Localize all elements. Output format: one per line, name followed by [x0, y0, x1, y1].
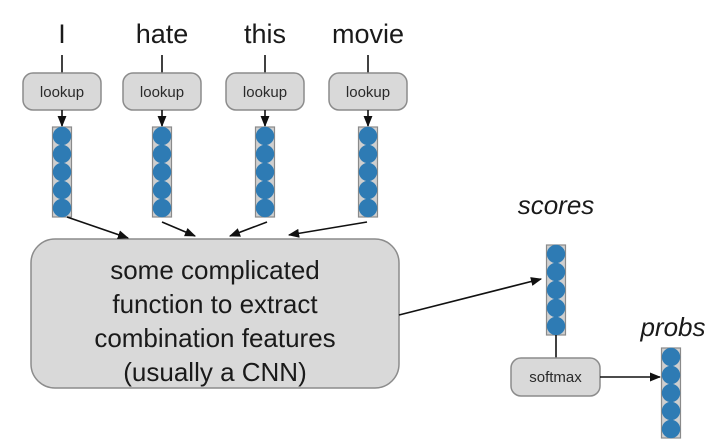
embedding-vector-cell	[358, 198, 378, 218]
input-word: hate	[136, 19, 189, 49]
scores-vector-cells-cell	[546, 244, 566, 264]
embedding-vector-cell	[152, 144, 172, 164]
embedding-vector-cell	[255, 144, 275, 164]
embedding-vector-cell	[52, 144, 72, 164]
embedding-vector-cell	[358, 180, 378, 200]
scores-vector-cells-cell	[546, 280, 566, 300]
arrow-function-to-scores	[398, 277, 543, 316]
arrow-embed-4-to-function	[287, 221, 368, 238]
probs-vector-cells-cell	[661, 347, 681, 367]
embedding-vector	[254, 126, 276, 218]
function-box-line-3: combination features	[94, 323, 335, 353]
embedding-vector-cell	[358, 162, 378, 182]
softmax-box: softmax	[510, 357, 601, 397]
probs-label: probs	[639, 312, 705, 342]
embedding-vector-cell	[52, 198, 72, 218]
scores-vector-cells-cell	[546, 298, 566, 318]
probs-vector	[660, 347, 682, 439]
arrow-embed-1-to-function	[66, 216, 130, 239]
embedding-vector-cell	[255, 180, 275, 200]
embedding-vector	[357, 126, 379, 218]
lookup-label: lookup	[243, 84, 287, 101]
function-box-line-1: some complicated	[110, 255, 320, 285]
scores-vector-cells	[545, 244, 567, 336]
embedding-vector-cell	[255, 198, 275, 218]
embedding-vector-cell	[152, 126, 172, 146]
function-box: some complicated function to extract com…	[30, 238, 400, 389]
embedding-vector-cell	[358, 144, 378, 164]
function-box-rect	[30, 238, 400, 389]
word-column-4: movie lookup	[328, 19, 408, 218]
word-column-2: hate lookup	[122, 19, 202, 218]
embedding-vector-cell	[52, 180, 72, 200]
embedding-vector	[51, 126, 73, 218]
scores-label: scores	[518, 190, 595, 220]
embedding-vector-cell	[152, 198, 172, 218]
lookup-label: lookup	[140, 84, 184, 101]
function-box-line-4: (usually a CNN)	[123, 357, 307, 387]
embedding-vector-cell	[152, 180, 172, 200]
arrow-embed-2-to-function	[161, 221, 197, 237]
probs-vector-cells-cell	[661, 383, 681, 403]
function-box-line-2: function to extract	[112, 289, 318, 319]
arrow-embed-3-to-function	[228, 221, 268, 237]
embedding-vector-cell	[358, 126, 378, 146]
embedding-vector	[151, 126, 173, 218]
word-column-3: this lookup	[225, 19, 305, 218]
scores-vector-cells-cell	[546, 262, 566, 282]
probs-vector-cells-cell	[661, 419, 681, 439]
embedding-vector-cell	[255, 162, 275, 182]
embedding-vector-cell	[52, 126, 72, 146]
probs-vector-cells-cell	[661, 401, 681, 421]
scores-vector	[545, 244, 567, 336]
input-word: movie	[332, 19, 404, 49]
probs-vector-cells	[660, 347, 682, 439]
scores-vector-cells-cell	[546, 316, 566, 336]
softmax-label: softmax	[529, 369, 582, 386]
input-word: this	[244, 19, 286, 49]
input-word: I	[58, 19, 66, 49]
lookup-label: lookup	[40, 84, 84, 101]
probs-vector-cells-cell	[661, 365, 681, 385]
embedding-vector-cell	[52, 162, 72, 182]
lookup-label: lookup	[346, 84, 390, 101]
embedding-vector-cell	[255, 126, 275, 146]
embedding-vector-cell	[152, 162, 172, 182]
